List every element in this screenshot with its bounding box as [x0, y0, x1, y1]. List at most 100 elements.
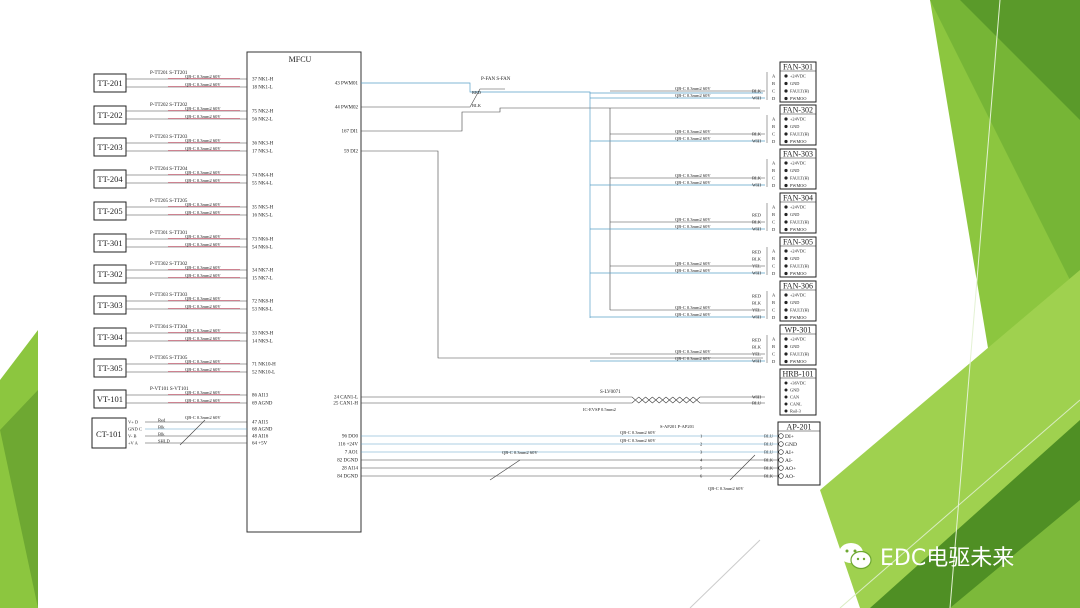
mfcu-output-pin: 167 DI1: [341, 130, 358, 135]
ap-pin-label: AI-: [785, 458, 793, 464]
fan-pin-label: PWMOO: [790, 271, 806, 276]
sensor-wire-label: QB-C 0.3mm2 60V: [185, 170, 221, 175]
fan-pin-letter: B: [772, 212, 775, 217]
can-pin: 24 CAN1-L: [334, 396, 358, 401]
sensor-box: [93, 73, 127, 93]
fan-wire-color: WHI: [752, 183, 761, 188]
fan-wire-color: WHI: [752, 227, 761, 232]
fan-pin-letter: A: [772, 205, 776, 210]
sensor-wire-label: QB-C 0.3mm2 60V: [185, 398, 221, 403]
ap-pin-label: GND: [785, 442, 797, 448]
mfcu-label: MFCU: [289, 55, 312, 64]
mfcu-pin-label: 69 AGND: [252, 402, 273, 407]
sensor-cable-label: P-TT205 S-TT205: [150, 199, 188, 204]
fan-wire-color: BLK: [752, 257, 762, 262]
ap-pin-label: AO+: [785, 466, 796, 472]
fan-wire-color: WHI: [752, 271, 761, 276]
fan-pin-letter: C: [772, 176, 775, 181]
can-twisted-pair: [631, 396, 701, 404]
ct-wire-color: Blk: [158, 432, 165, 437]
hrb-pin-dot: [784, 409, 788, 413]
hrb-pin-dot: [784, 388, 788, 392]
ct-bundle-mark: [179, 419, 206, 446]
sensor-wire-label: QB-C 0.3mm2 60V: [185, 265, 221, 270]
fan-pin-label: +24VDC: [790, 161, 806, 166]
sensor-wire-label: QB-C 0.3mm2 60V: [185, 328, 221, 333]
sensor-wire-label: QB-C 0.3mm2 60V: [185, 367, 221, 372]
fan-cable-wire: RED: [472, 90, 482, 95]
fan-pin-dot: [784, 117, 788, 121]
fan-pin-letter: C: [772, 308, 775, 313]
ap-wire-label: QB-C 0.3mm2 60V: [620, 430, 656, 435]
ap-pin-label: AO-: [785, 474, 795, 480]
fan-pin-letter: C: [772, 89, 775, 94]
fan-pin-label: PWMOO: [790, 139, 806, 144]
fan-pin-dot: [784, 227, 788, 232]
sensor-cable-label: P-TT301 S-TT301: [150, 231, 188, 236]
fan-pin-dot: [784, 315, 788, 320]
ap-mfcu-pin: 116 +24V: [338, 443, 358, 448]
fan-wire-label: QB-C 0.3mm2 60V: [675, 261, 711, 266]
sensor-cable-label: P-VT101 S-VT101: [150, 387, 189, 392]
ct-box: [91, 417, 127, 449]
ct-mfcu-pin: 68 AGND: [252, 428, 273, 433]
fan-pin-label: PWMOO: [790, 96, 806, 101]
fan-wire-label: QB-C 0.3mm2 60V: [675, 224, 711, 229]
hrb-pin-dot: [784, 402, 788, 406]
fan-pin-letter: D: [772, 183, 776, 188]
ct-mfcu-pin: 64 +5V: [252, 442, 268, 447]
fan-pin-dot: [784, 293, 788, 297]
sensor-box: [93, 389, 127, 409]
fan-pin-dot: [784, 359, 788, 364]
fan-wire-color: RED: [752, 213, 762, 218]
fan-pin-letter: C: [772, 220, 775, 225]
fan-wire-label: QB-C 0.3mm2 60V: [675, 180, 711, 185]
mfcu-pin-label: 17 NK3-L: [252, 150, 273, 155]
sensor-wire-label: QB-C 0.3mm2 60V: [185, 390, 221, 395]
fan-pin-label: FAULT(H): [790, 264, 810, 269]
fan-pin-letter: C: [772, 132, 775, 137]
ct-tag: CT-101: [96, 429, 122, 439]
fan-pin-letter: A: [772, 293, 776, 298]
mfcu-pin-label: 36 NK3-H: [252, 142, 274, 147]
fan-pin-dot: [784, 168, 788, 173]
fan-wire-color: RED: [752, 338, 762, 343]
fan-wire-color: RED: [752, 294, 762, 299]
hrb-tag: HRB-101: [782, 370, 813, 379]
fan-pin-label: GND: [790, 124, 799, 129]
watermark-text: EDC电驱未来: [880, 546, 1015, 571]
ap-wire-label: QB-C 0.3mm2 60V: [620, 438, 656, 443]
hrb-pin-label: GND: [790, 388, 799, 393]
sensor-wire-label: QB-C 0.3mm2 60V: [185, 138, 221, 143]
mfcu-pin-label: 86 AI13: [252, 394, 269, 399]
fan-pin-dot: [784, 352, 788, 356]
sensor-box: [93, 233, 127, 253]
fan-wire-label: QB-C 0.3mm2 60V: [675, 217, 711, 222]
sensor-tag: VT-101: [97, 394, 123, 404]
can-pin: 25 CAN1-H: [333, 402, 358, 407]
fan-tag: FAN-302: [783, 106, 813, 115]
fan-wire-color: YEL: [752, 352, 761, 357]
fan-tag: FAN-304: [783, 194, 813, 203]
fan-pin-dot: [784, 176, 788, 180]
mfcu-pin-label: 55 NK4-L: [252, 182, 273, 187]
sensor-tag: TT-204: [97, 174, 123, 184]
sensor-tag: TT-205: [97, 206, 122, 216]
fan-pin-letter: A: [772, 337, 776, 342]
fan-pin-dot: [784, 300, 788, 305]
fan-pin-letter: D: [772, 359, 776, 364]
sensor-wire-label: QB-C 0.3mm2 60V: [185, 336, 221, 341]
fan-pin-label: +24VDC: [790, 205, 806, 210]
mfcu-pin-label: 15 NK7-L: [252, 277, 273, 282]
fan-pin-letter: A: [772, 249, 776, 254]
fan-pin-dot: [784, 183, 788, 188]
can-cable-spec: IC-EVSP 0.5mm2: [583, 407, 616, 412]
